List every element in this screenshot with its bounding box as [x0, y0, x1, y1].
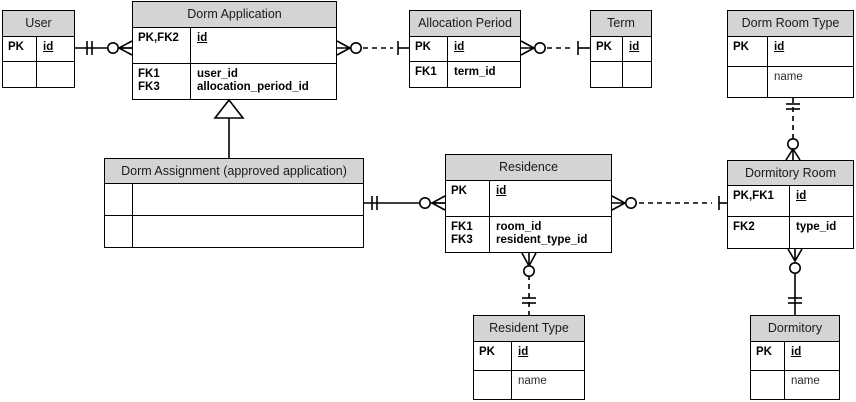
attribute-cell: id: [790, 186, 853, 216]
attribute-cell: room_id resident_type_id: [496, 220, 588, 247]
attribute-cell: id: [448, 37, 520, 61]
attribute-cell: id: [785, 342, 839, 370]
entity-title-residence: Residence: [446, 155, 611, 181]
edge-residence-to-resident-type[interactable]: [521, 252, 537, 315]
attribute-cell: id: [490, 181, 611, 216]
key-cell: PK,FK1: [728, 186, 790, 217]
key-cell: PK: [591, 37, 623, 62]
attribute-cell: [133, 184, 363, 215]
key-cell: PK: [3, 37, 37, 62]
edge-user-to-dorm-application[interactable]: [75, 40, 133, 56]
attribute-cell: term_id: [454, 66, 496, 79]
entity-row: PK id: [474, 342, 584, 370]
key-cell: PK: [728, 37, 768, 67]
entity-title-term: Term: [591, 11, 651, 37]
attribute-cell: type_id: [796, 221, 837, 234]
entity-row: name: [751, 369, 839, 399]
entity-title-dormitory_room: Dormitory Room: [728, 161, 853, 186]
entity-row: [105, 214, 363, 247]
attribute-cell: user_id allocation_period_id: [197, 67, 309, 94]
entity-title-user: User: [3, 11, 74, 37]
key-cell: PK: [751, 342, 785, 370]
primary-key-attribute: id: [791, 346, 802, 358]
primary-key-attribute: id: [43, 41, 54, 53]
entity-row: FK1 term_id: [410, 61, 520, 87]
attribute-cell: id: [191, 28, 336, 63]
entity-title-dorm_assignment: Dorm Assignment (approved application): [105, 159, 363, 184]
entity-title-resident_type: Resident Type: [474, 316, 584, 342]
primary-key-attribute: id: [454, 41, 465, 53]
entity-title-dormitory: Dormitory: [751, 316, 839, 342]
key-cell: [3, 62, 37, 87]
entity-row: PK id: [591, 37, 651, 62]
key-cell: FK1: [410, 62, 448, 87]
entity-row: PK id: [410, 37, 520, 62]
primary-key-attribute: id: [796, 190, 807, 202]
edge-dorm-room-type-to-dormitory-room[interactable]: [785, 98, 801, 161]
entity-dorm_assignment[interactable]: Dorm Assignment (approved application): [104, 158, 364, 248]
attribute-cell: id: [512, 342, 584, 370]
key-cell: FK2: [728, 217, 790, 248]
entity-row: name: [474, 369, 584, 399]
attribute-cell: name: [774, 71, 803, 84]
key-cell: PK: [410, 37, 448, 62]
edge-allocation-period-to-term[interactable]: [520, 40, 590, 56]
attribute-cell: id: [37, 37, 74, 61]
key-cell: PK: [446, 181, 490, 216]
attribute-cell: name: [791, 374, 820, 387]
entity-title-dorm_application: Dorm Application: [133, 2, 336, 28]
entity-title-dorm_room_type: Dorm Room Type: [728, 11, 853, 37]
key-cell: [728, 67, 768, 97]
entity-row: [105, 184, 363, 215]
entity-row: PK id: [728, 37, 853, 67]
key-cell: PK,FK2: [133, 28, 191, 63]
edge-dorm-assignment-inherits-dorm-application[interactable]: [213, 98, 245, 158]
attribute-cell: [133, 216, 363, 247]
entity-title-allocation_period: Allocation Period: [410, 11, 520, 37]
key-cell: FK1 FK3: [133, 63, 191, 99]
entity-row: [3, 61, 74, 87]
attribute-cell: name: [518, 374, 547, 387]
entity-row: PK,FK1 id: [728, 186, 853, 217]
entity-row: PK id: [3, 37, 74, 62]
key-cell: [591, 62, 623, 87]
primary-key-attribute: id: [197, 32, 208, 44]
key-cell: FK1 FK3: [446, 216, 490, 252]
attribute-cell: [37, 62, 74, 86]
key-cell: [105, 215, 133, 247]
key-cell: [105, 184, 133, 215]
attribute-cell: [623, 62, 651, 86]
key-cell: PK: [474, 342, 512, 370]
edge-residence-to-dormitory-room[interactable]: [611, 195, 727, 211]
primary-key-attribute: id: [774, 41, 785, 53]
primary-key-attribute: id: [629, 41, 640, 53]
entity-row: FK2 type_id: [728, 216, 853, 248]
entity-row: name: [728, 66, 853, 97]
entity-row: [591, 61, 651, 87]
edge-dorm-application-to-allocation-period[interactable]: [336, 40, 409, 56]
primary-key-attribute: id: [496, 185, 507, 197]
entity-row: PK id: [446, 181, 611, 216]
edge-dorm-assignment-to-residence[interactable]: [364, 195, 446, 211]
edge-dormitory-room-to-dormitory[interactable]: [787, 248, 803, 315]
key-cell: [751, 370, 785, 399]
attribute-cell: id: [623, 37, 651, 61]
key-cell: [474, 370, 512, 399]
primary-key-attribute: id: [518, 346, 529, 358]
entity-row: PK,FK2 id: [133, 28, 336, 63]
entity-row: PK id: [751, 342, 839, 370]
attribute-cell: id: [768, 37, 853, 66]
